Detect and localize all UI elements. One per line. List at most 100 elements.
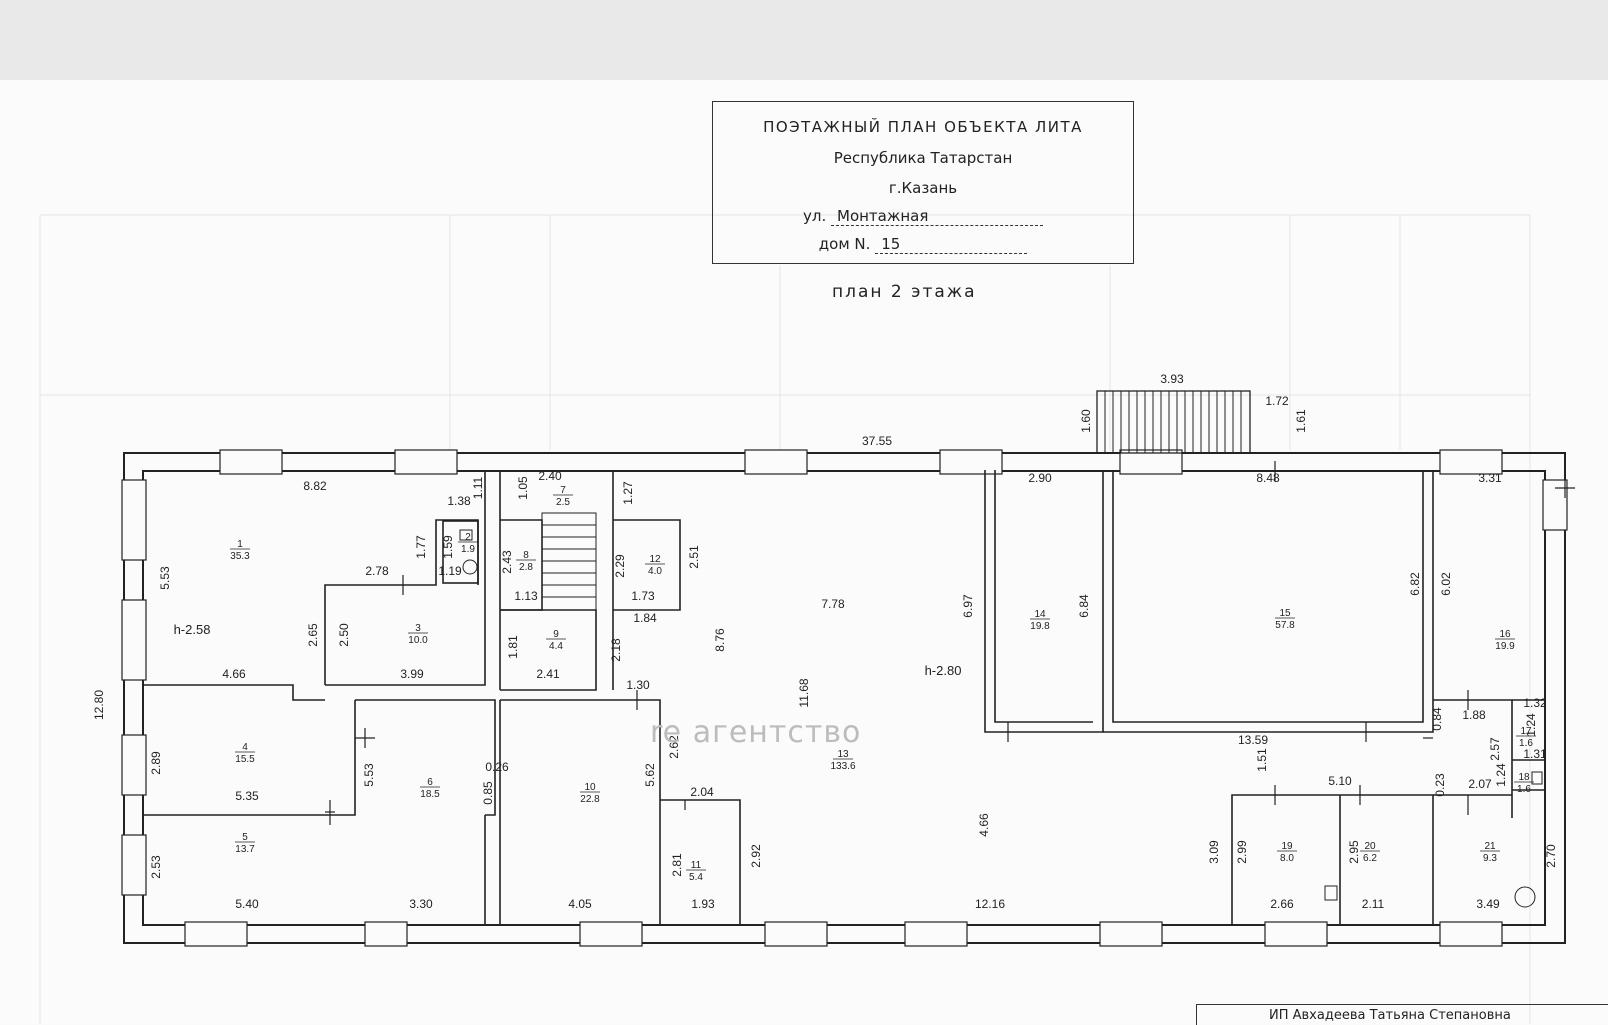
room-number: 16	[1499, 629, 1511, 640]
room-number: 9	[553, 629, 559, 640]
room-number: 20	[1364, 841, 1376, 852]
stamp-text: ИП Авхадеева Татьяна Степановна	[1269, 1008, 1511, 1023]
dimension-label: 0.26	[485, 760, 509, 774]
room-area: 2.5	[556, 497, 570, 508]
street-value: Монтажная	[831, 207, 1043, 226]
dimension-label: 8.82	[303, 479, 327, 493]
room-number: 21	[1484, 841, 1496, 852]
dimension-label: 3.30	[409, 897, 433, 911]
room-number: 5	[242, 832, 248, 843]
dimension-label: 1.88	[1462, 708, 1486, 722]
dimension-label: 2.89	[149, 751, 163, 775]
room-area: 5.4	[689, 872, 703, 883]
dimension-label: 2.18	[609, 638, 623, 662]
room-area: 10.0	[408, 635, 428, 646]
interior-walls	[143, 470, 1545, 925]
room-number: 1	[237, 539, 243, 550]
dimension-label: 12.16	[975, 897, 1005, 911]
dimension-label: 1.24	[1524, 713, 1538, 737]
ceiling-height: h-2.58	[174, 622, 211, 637]
dimension-label: 2.50	[337, 623, 351, 647]
room-area: 18.5	[420, 789, 440, 800]
dimension-label: 2.95	[1347, 840, 1361, 864]
dimension-label: 2.51	[687, 545, 701, 569]
room-number: 4	[242, 742, 248, 753]
dimension-label: 1.38	[447, 494, 471, 508]
dimension-label: 6.82	[1408, 572, 1422, 596]
dimension-label: 0.84	[1430, 707, 1444, 731]
dimension-label: 1.32	[1523, 696, 1547, 710]
dimension-label: 12.80	[92, 690, 106, 720]
room-area: 4.0	[648, 566, 662, 577]
dimension-label: 2.81	[670, 853, 684, 877]
dimension-label: 6.97	[961, 594, 975, 618]
dimension-label: 1.19	[438, 564, 462, 578]
room-number: 14	[1034, 609, 1046, 620]
dimension-label: 2.92	[749, 844, 763, 868]
dimension-label: 1.84	[633, 611, 657, 625]
dimension-label: 3.31	[1478, 471, 1502, 485]
dimension-label: 8.48	[1256, 471, 1280, 485]
dimension-label: 1.31	[1523, 747, 1547, 761]
dimension-label: 3.93	[1160, 372, 1184, 386]
street-label: ул.	[802, 207, 827, 225]
dimension-label: 1.81	[506, 635, 520, 659]
dimension-label: 1.72	[1265, 394, 1289, 408]
house-line: дом N. 15	[713, 235, 1133, 254]
dimension-label: 1.51	[1255, 748, 1269, 772]
dimension-label: 2.90	[1028, 471, 1052, 485]
room-area: 22.8	[580, 794, 600, 805]
dimension-label: 1.11	[471, 476, 485, 499]
dimension-label: 2.40	[538, 469, 562, 483]
dimension-label: 5.10	[1328, 774, 1352, 788]
dimension-label: 3.99	[400, 667, 424, 681]
room-number: 8	[523, 550, 529, 561]
dimension-label: 1.61	[1294, 409, 1308, 433]
dimension-label: 1.05	[516, 476, 530, 500]
room-number: 7	[560, 485, 566, 496]
region-text: Республика Татарстан	[833, 149, 1013, 167]
dimension-label: 2.04	[690, 785, 714, 799]
house-label: дом N.	[818, 235, 871, 253]
dimension-label: 6.84	[1077, 594, 1091, 618]
dimension-label: 2.78	[365, 564, 389, 578]
dimension-label: 3.09	[1207, 840, 1221, 864]
room-area: 6.2	[1363, 853, 1377, 864]
dimension-label: 2.65	[306, 623, 320, 647]
title-block: ПОЭТАЖНЫЙ ПЛАН ОБЪЕКТА ЛИТА Республика Т…	[712, 101, 1134, 264]
toilet-fixture	[459, 529, 1543, 908]
house-value: 15	[875, 235, 1028, 254]
room-area: 57.8	[1275, 620, 1295, 631]
dimension-label: 11.68	[797, 678, 811, 707]
dimension-label: 3.49	[1476, 897, 1500, 911]
dimension-label: 2.99	[1235, 840, 1249, 864]
dimension-label: 4.05	[568, 897, 592, 911]
dimension-label: 1.60	[1079, 409, 1093, 433]
windows	[121, 449, 1568, 947]
room-number: 11	[691, 860, 702, 871]
door-markers	[325, 461, 1575, 825]
ceiling-height: h-2.80	[925, 663, 962, 678]
dimension-label: 5.35	[235, 789, 259, 803]
dimension-label: 1.24	[1494, 763, 1508, 787]
dimension-label: 37.55	[862, 434, 892, 448]
dimension-label: 2.29	[613, 554, 627, 578]
watermark-text: агентство	[692, 715, 862, 750]
dimension-label: 2.11	[1362, 897, 1385, 911]
dimension-label: 5.53	[362, 763, 376, 787]
room-area: 2.8	[519, 562, 533, 573]
dimension-label: 2.66	[1270, 897, 1294, 911]
dimension-label: 2.62	[667, 735, 681, 759]
room-area: 4.4	[549, 641, 563, 652]
room-number: 2	[465, 532, 471, 543]
dimension-label: 2.07	[1468, 777, 1492, 791]
watermark-logo: re	[650, 715, 683, 750]
staircase-exterior	[1096, 390, 1251, 454]
dimension-label: 0.23	[1433, 773, 1447, 797]
room-number: 12	[649, 554, 661, 565]
dimension-label: 2.43	[500, 550, 514, 574]
dimension-label: 5.62	[643, 763, 657, 787]
room-number: 13	[837, 749, 849, 760]
room-number: 6	[427, 777, 433, 788]
